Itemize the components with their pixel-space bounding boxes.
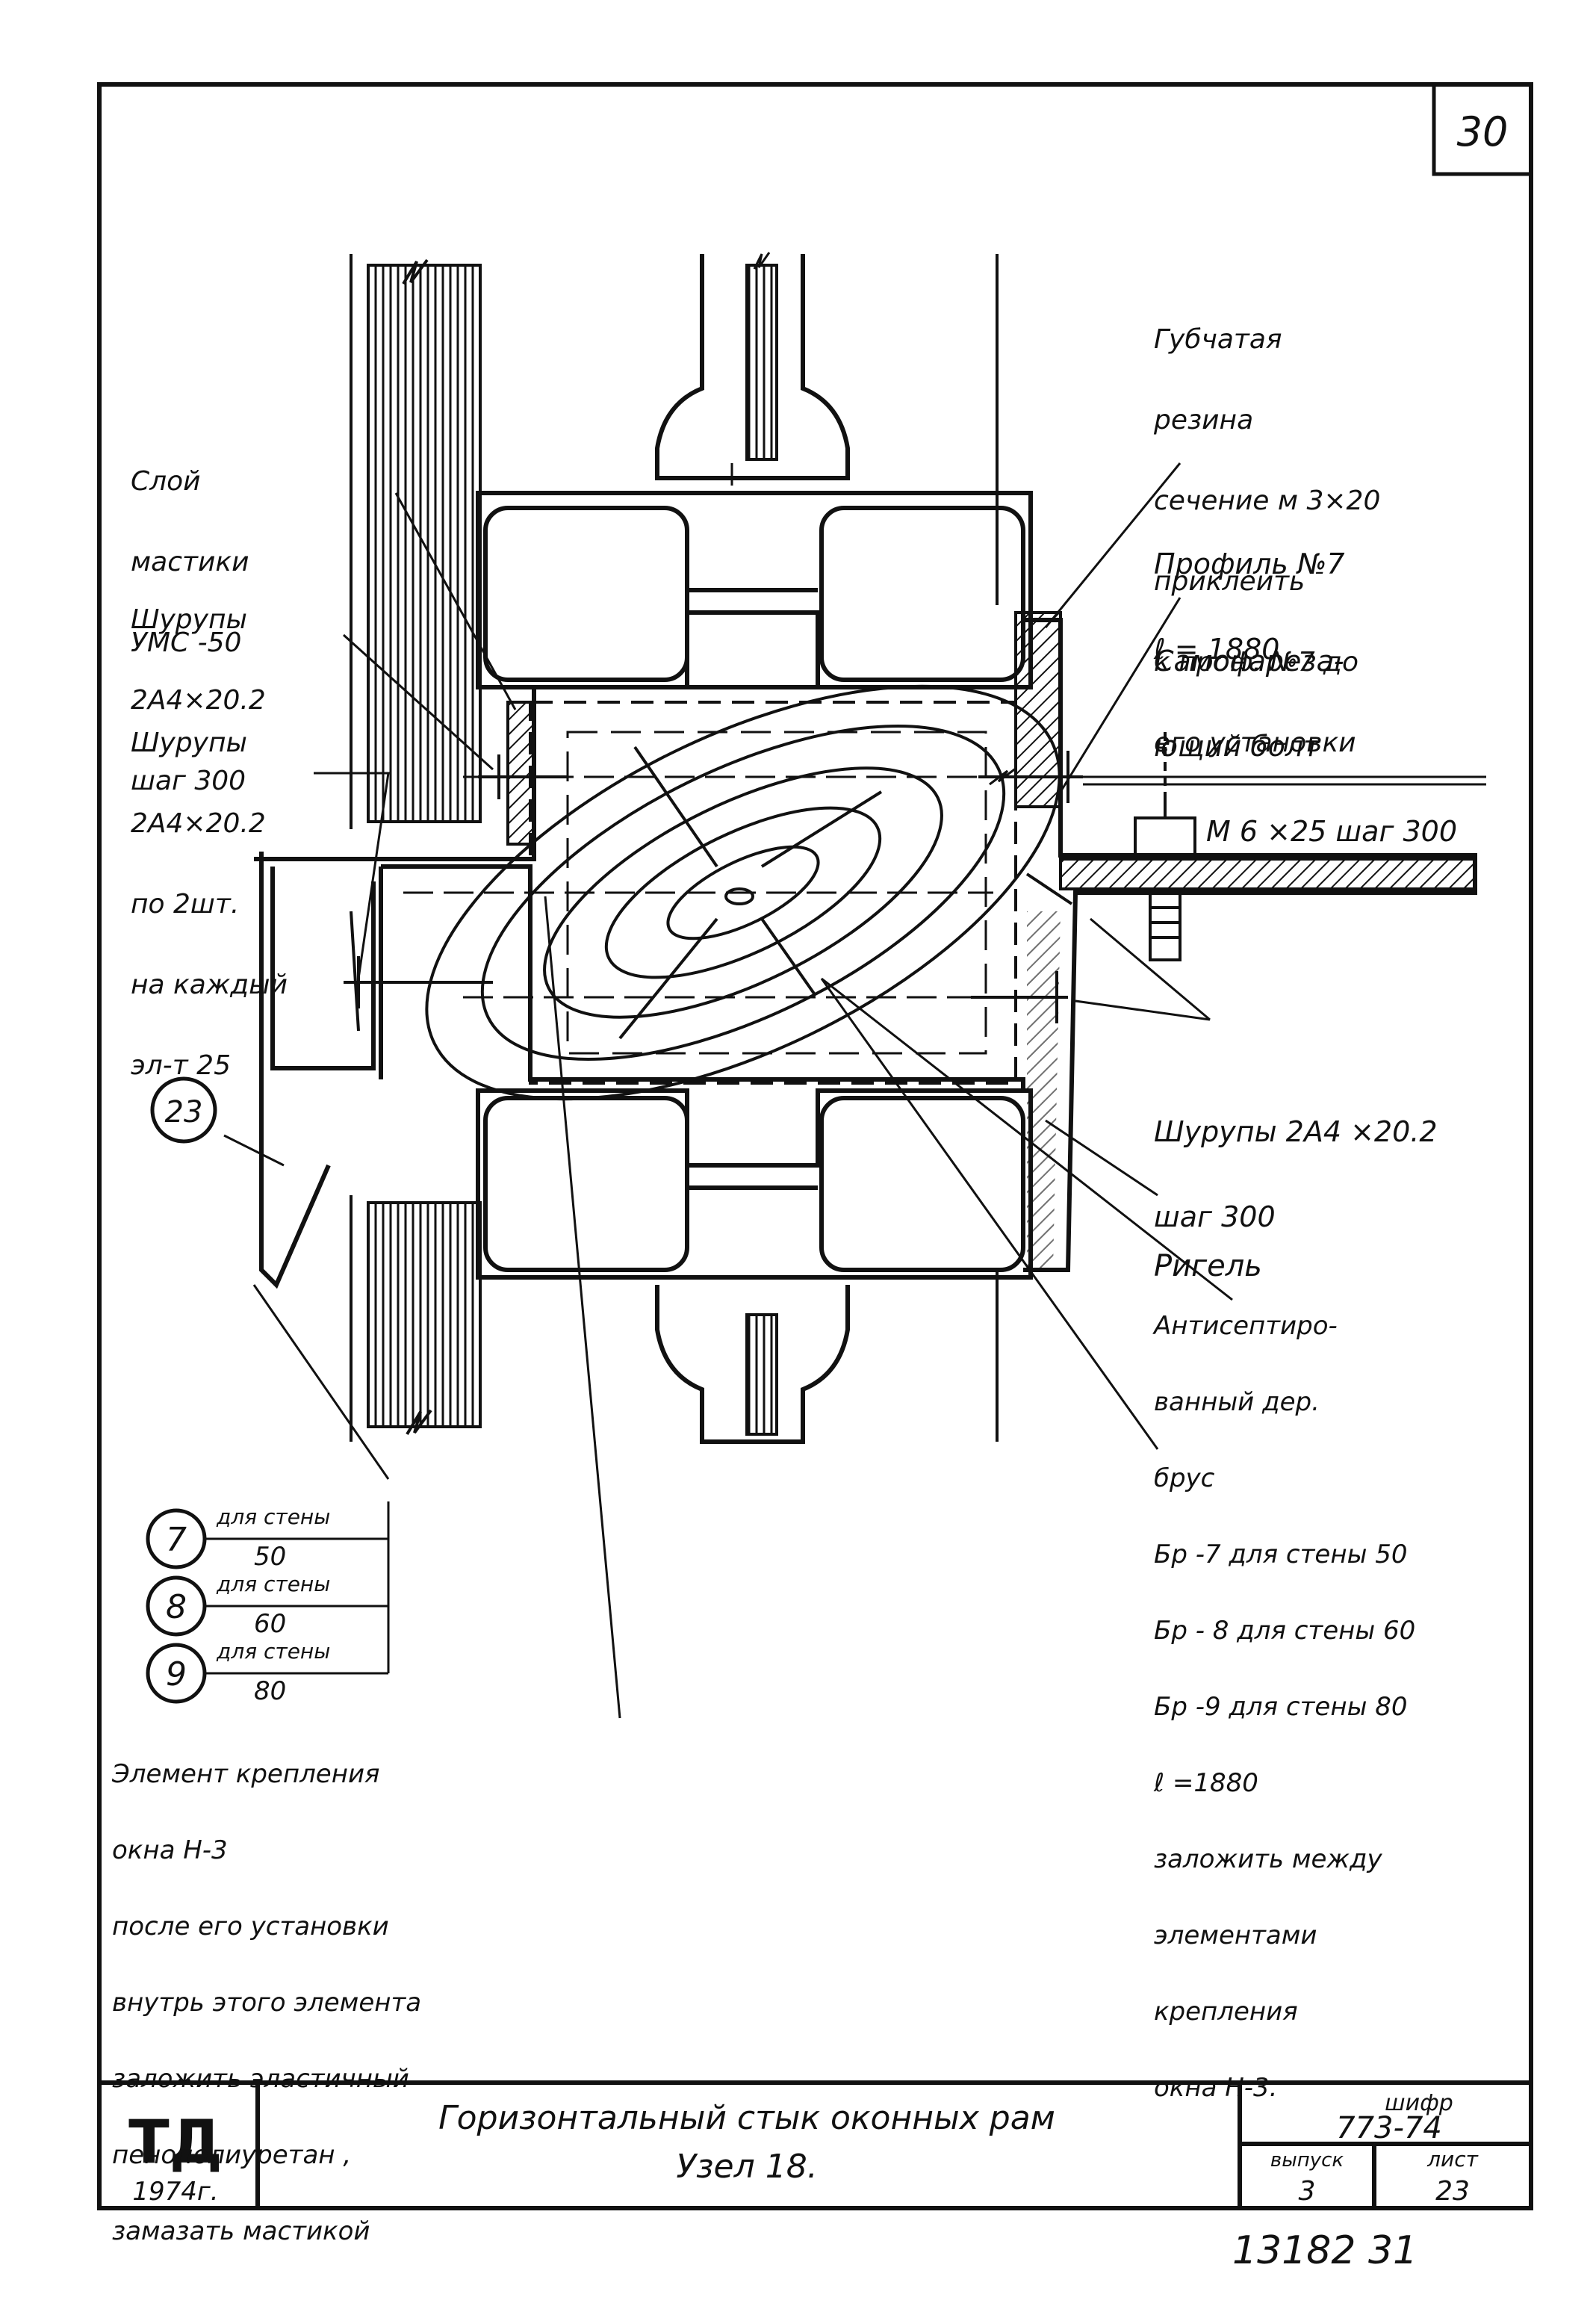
callout-line: шаг 300	[131, 766, 246, 796]
drawing-title-line1: Горизонтальный стык оконных рам	[438, 2099, 1055, 2137]
wall-note-9-val: 80	[254, 1676, 286, 1706]
lower-frame-profile	[476, 1088, 1033, 1444]
callout-line: ℓ = 1880	[1154, 633, 1280, 666]
callout-line: Ригель	[1154, 1249, 1262, 1283]
handwritten-footer: 13182 31	[1232, 2228, 1418, 2273]
code-value: 773-74	[1336, 2111, 1442, 2145]
left-wall-lower	[367, 1201, 482, 1436]
title-block	[99, 2080, 1531, 2208]
org-mark: ТД	[128, 2107, 223, 2177]
screw-left-lower	[344, 911, 493, 1032]
rigel-hatch-vertical	[1027, 911, 1061, 1270]
callout-line: Бр -9 для стены 80	[1154, 1692, 1408, 1722]
callout-screws-right: Шурупы 2А4 ×20.2 шаг 300	[1154, 1061, 1438, 1259]
svg-text:9: 9	[166, 1655, 187, 1693]
callout-line: ℓ =1880	[1154, 1768, 1258, 1798]
svg-text:8: 8	[166, 1588, 187, 1626]
self-tapping-bolt	[1134, 732, 1196, 961]
callout-line: заложить эластичный	[112, 2064, 409, 2094]
callout-line: к проф. №7 до	[1154, 647, 1359, 678]
callout-line: внутрь этого элемента	[112, 1988, 422, 2018]
callout-line: Элемент крепления	[112, 1759, 380, 1789]
callout-element-note: Элемент крепления окна Н-3 после его уст…	[112, 1711, 421, 2269]
callout-line: Шурупы	[131, 728, 247, 758]
sheet-number: 30	[1457, 108, 1509, 155]
issue-label: выпуск	[1270, 2149, 1344, 2172]
svg-text:23: 23	[165, 1095, 203, 1129]
code-label: шифр	[1385, 2090, 1453, 2116]
circle-7: 7	[146, 1508, 207, 1569]
callout-mastic-layer: Слой мастики УМС -50	[131, 415, 249, 684]
wall-note-7-top: для стены	[216, 1504, 330, 1529]
callout-profile-7: Профиль №7 ℓ = 1880	[1154, 493, 1345, 692]
wall-note-9-top: для стены	[216, 1639, 330, 1664]
callout-line: мастики	[131, 547, 249, 577]
callout-line: Бр - 8 для стены 60	[1154, 1616, 1416, 1646]
callout-line: ющий болт	[1154, 730, 1320, 763]
callout-line: по 2шт.	[131, 889, 240, 920]
sheet-label: лист	[1426, 2147, 1478, 2172]
callout-line: после его установки	[112, 1912, 389, 1941]
callout-line: его установки	[1154, 728, 1356, 758]
issue-value: 3	[1299, 2176, 1316, 2207]
screw-right-upper	[978, 751, 1486, 803]
callout-line: Губчатая	[1154, 324, 1282, 355]
screw-left-upper	[478, 754, 568, 799]
sponge-rubber	[1014, 611, 1062, 808]
svg-text:7: 7	[166, 1521, 187, 1559]
callout-screws-300: Шурупы 2А4×20.2 шаг 300	[131, 553, 266, 822]
callout-screws-two: Шурупы 2А4×20.2 по 2шт. на каждый эл-т 2…	[131, 676, 288, 1106]
callout-line: 2А4×20.2	[131, 685, 266, 716]
callout-line: сечение м 3×20	[1154, 486, 1381, 516]
callout-antiseptic-bar: Антисептиро- ванный дер. брус Бр -7 для …	[1154, 1262, 1415, 2126]
callout-line: резина	[1154, 405, 1254, 436]
circle-9: 9	[146, 1643, 207, 1704]
left-wall-upper	[367, 258, 482, 823]
wall-note-8-top: для стены	[216, 1572, 330, 1596]
rigel-plate	[1059, 858, 1477, 890]
callout-line: Шурупы	[131, 604, 247, 635]
callout-sponge-rubber: Губчатая резина сечение м 3×20 приклеить…	[1154, 273, 1380, 784]
element-23-strip	[259, 852, 376, 1289]
callout-line: Слой	[131, 466, 201, 497]
callout-line: М 6 ×25 шаг 300	[1206, 815, 1458, 848]
mastic-strip	[506, 701, 535, 846]
callout-line: на каждый	[131, 970, 288, 1000]
sheet-number-box	[1432, 82, 1533, 176]
callout-line: крепления	[1154, 1997, 1298, 2027]
callout-line: Бр -7 для стены 50	[1154, 1540, 1408, 1569]
year: 1974г.	[132, 2177, 218, 2207]
wall-note-8-val: 60	[254, 1609, 286, 1639]
callout-line: шаг 300	[1154, 1200, 1276, 1233]
callout-line: 2А4×20.2	[131, 808, 266, 839]
circle-8: 8	[146, 1575, 207, 1637]
screw-right-lower	[971, 971, 1068, 1023]
callout-self-tapping-bolt: Самонарезa- ющий болт М 6 ×25 шаг 300	[1154, 590, 1457, 874]
callout-line: пенополиуретан ,	[112, 2140, 352, 2170]
callout-line: эл-т 25	[131, 1050, 231, 1081]
wall-note-7-val: 50	[254, 1542, 286, 1572]
callout-line: приклеить	[1154, 566, 1305, 597]
callout-line: замазать мастикой	[112, 2216, 370, 2246]
callout-line: Антисептиро-	[1154, 1311, 1338, 1341]
leader-lines	[223, 462, 1233, 1719]
upper-frame-profile	[476, 252, 1033, 689]
sheet-border	[97, 82, 1533, 2210]
callout-line: Профиль №7	[1154, 548, 1345, 580]
callout-line: заложить между	[1154, 1844, 1382, 1874]
callout-line: Самонарезa-	[1154, 645, 1344, 678]
callout-line: ванный дер.	[1154, 1387, 1320, 1417]
callout-line: элементами	[1154, 1921, 1317, 1950]
circle-23: 23	[150, 1076, 217, 1144]
callout-line: окна Н-3	[112, 1835, 228, 1865]
wall-note-lines	[205, 1501, 390, 1675]
callout-line: брус	[1154, 1463, 1215, 1493]
drawing-title-line2: Узел 18.	[676, 2148, 817, 2186]
callout-line: УМС -50	[131, 627, 242, 658]
callout-line: Шурупы 2А4 ×20.2	[1154, 1115, 1438, 1148]
sheet-value: 23	[1435, 2176, 1470, 2207]
callout-line: окна Н-3.	[1154, 2073, 1278, 2103]
callout-rigel: Ригель	[1154, 1191, 1262, 1311]
